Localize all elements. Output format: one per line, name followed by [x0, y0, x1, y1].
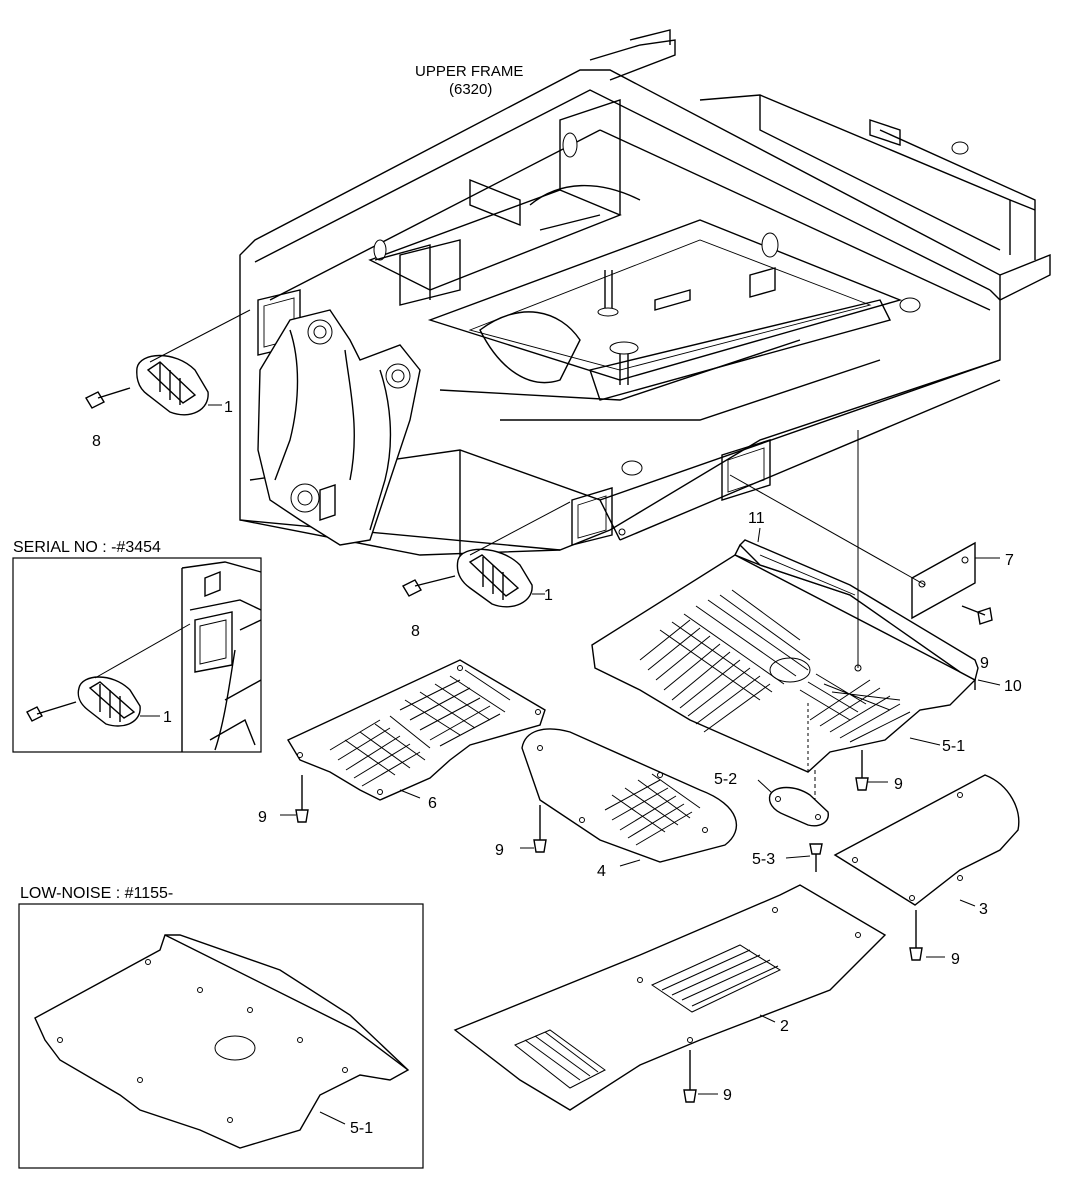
callout-2: 2 [780, 1018, 789, 1035]
serial-no-inset [12, 557, 262, 753]
louvers-2-lower [514, 1029, 606, 1089]
under-cover-5-1 [591, 430, 979, 800]
upper-frame-label: UPPER FRAME [415, 63, 523, 80]
upper-frame-code: (6320) [449, 81, 492, 98]
callout-5-1-inset: 5-1 [350, 1120, 373, 1137]
perforations-6 [329, 669, 511, 787]
callout-1-left: 1 [224, 399, 233, 416]
plate-5-2 [768, 786, 829, 827]
callout-5-3: 5-3 [752, 851, 775, 868]
bolt-8-left [85, 387, 131, 409]
cover-plate-1-left [136, 309, 251, 416]
upper-frame [239, 29, 1051, 560]
perforations-4 [604, 773, 701, 846]
callout-8-center: 8 [411, 623, 420, 640]
callout-6: 6 [428, 795, 437, 812]
bolt-9-cover6 [295, 775, 309, 823]
perforations-5-1 [639, 589, 911, 743]
callout-3: 3 [979, 901, 988, 918]
bolt-9-cover2 [683, 1050, 697, 1103]
cover-2 [453, 884, 887, 1111]
labels: UPPER FRAME (6320) SERIAL NO : -#3454 LO… [13, 63, 1022, 1137]
callout-9-bottom: 9 [723, 1087, 732, 1104]
callout-9-left: 9 [258, 809, 267, 826]
cover-4 [521, 728, 738, 863]
callout-8-left: 8 [92, 433, 101, 450]
callout-9-right: 9 [980, 655, 989, 672]
callout-10: 10 [1004, 678, 1022, 695]
callout-9-cover4: 9 [495, 842, 504, 859]
callout-1-center: 1 [544, 587, 553, 604]
bolt-9-cover4 [533, 805, 547, 853]
callout-1-inset: 1 [163, 709, 172, 726]
callout-9-cover3: 9 [951, 951, 960, 968]
cover-3 [833, 750, 1020, 906]
callout-11: 11 [748, 510, 765, 527]
cover-plate-1-center [456, 501, 571, 608]
low-noise-label: LOW-NOISE : #1155- [20, 885, 173, 902]
low-noise-inset [18, 903, 424, 1169]
callout-9-mid: 9 [894, 776, 903, 793]
bolt-8-center [402, 575, 456, 597]
callout-4: 4 [597, 863, 606, 880]
bolt-5-3 [809, 843, 823, 872]
leader-lines [140, 404, 1001, 1125]
callout-5-2: 5-2 [714, 771, 737, 788]
bracket-7 [729, 474, 993, 625]
bolt-9-cover3 [909, 910, 923, 961]
callout-7: 7 [1005, 552, 1014, 569]
callout-5-1: 5-1 [942, 738, 965, 755]
louvers-2-upper [650, 944, 782, 1013]
serial-no-label: SERIAL NO : -#3454 [13, 539, 161, 556]
cover-6 [286, 659, 546, 801]
